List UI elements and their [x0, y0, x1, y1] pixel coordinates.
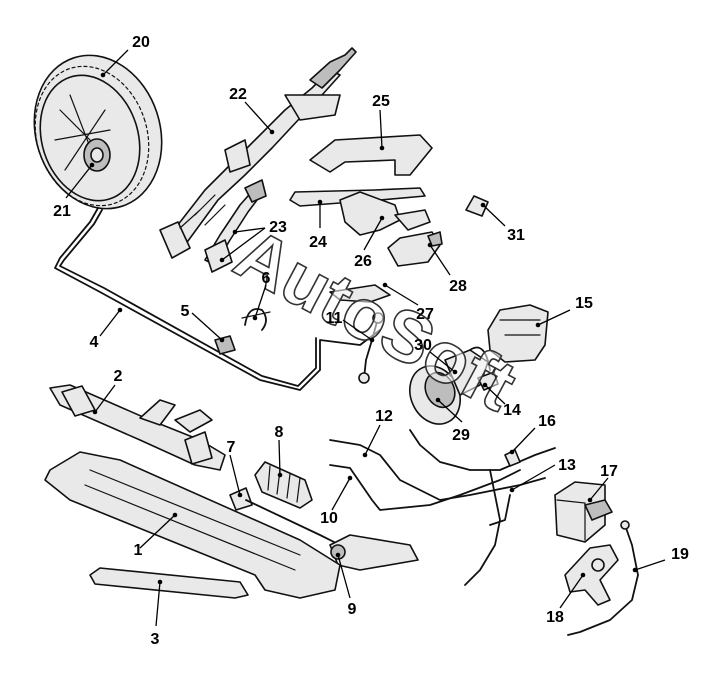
callout-24: 24	[309, 234, 327, 251]
callout-10: 10	[320, 510, 338, 527]
support-plate	[329, 284, 391, 303]
callout-25: 25	[372, 93, 390, 110]
sensor-cable	[567, 520, 639, 636]
callout-20: 20	[132, 34, 150, 51]
clip	[465, 195, 489, 217]
callout-26: 26	[354, 253, 372, 270]
callout-23: 23	[269, 219, 287, 236]
callout-11: 11	[326, 310, 343, 327]
stabilizer-bar	[54, 207, 381, 391]
callout-14: 14	[503, 402, 521, 419]
callout-13: 13	[558, 457, 576, 474]
callout-31: 31	[507, 227, 525, 244]
mounting-bracket	[309, 134, 433, 176]
callout-3: 3	[151, 631, 160, 648]
pump-bracket	[487, 304, 549, 363]
abs-bracket	[564, 544, 619, 606]
tie-rod-end	[329, 534, 419, 571]
callout-7: 7	[227, 439, 236, 456]
callout-22: 22	[229, 86, 247, 103]
callout-9: 9	[348, 601, 357, 618]
tie-rod	[229, 487, 341, 546]
steering-column	[159, 47, 357, 259]
abs-module	[554, 481, 613, 543]
leader-lines	[65, 49, 666, 627]
callout-30: 30	[414, 337, 432, 354]
watermark-text: AutoSoft	[222, 213, 528, 426]
callout-2: 2	[114, 368, 123, 385]
brake-lines	[329, 429, 556, 586]
callout-17: 17	[600, 463, 618, 480]
intermediate-shaft	[204, 179, 267, 273]
callout-21: 21	[53, 203, 71, 220]
callout-8: 8	[275, 424, 284, 441]
callout-28: 28	[449, 278, 467, 295]
sensor	[358, 312, 384, 384]
wheel-assembly	[33, 54, 163, 210]
guard-strip	[89, 567, 249, 599]
callout-12: 12	[375, 408, 393, 425]
callout-29: 29	[452, 427, 470, 444]
rack-boot	[254, 461, 313, 509]
callout-5: 5	[181, 303, 190, 320]
callout-6: 6	[262, 270, 271, 287]
steering-rack	[49, 384, 226, 471]
callout-16: 16	[538, 413, 556, 430]
callout-15: 15	[575, 295, 593, 312]
callout-19: 19	[671, 546, 689, 563]
callout-labels: 1 2 3 4 5 6 7 8 9 10 11 12 13 14 15 16 1…	[53, 34, 689, 648]
callout-27: 27	[416, 306, 434, 323]
front-crossmember	[44, 451, 341, 599]
callout-4: 4	[90, 334, 99, 351]
steering-knuckle	[387, 231, 443, 267]
upper-control-arm	[289, 187, 431, 236]
callout-1: 1	[134, 542, 143, 559]
callout-18: 18	[546, 609, 564, 626]
